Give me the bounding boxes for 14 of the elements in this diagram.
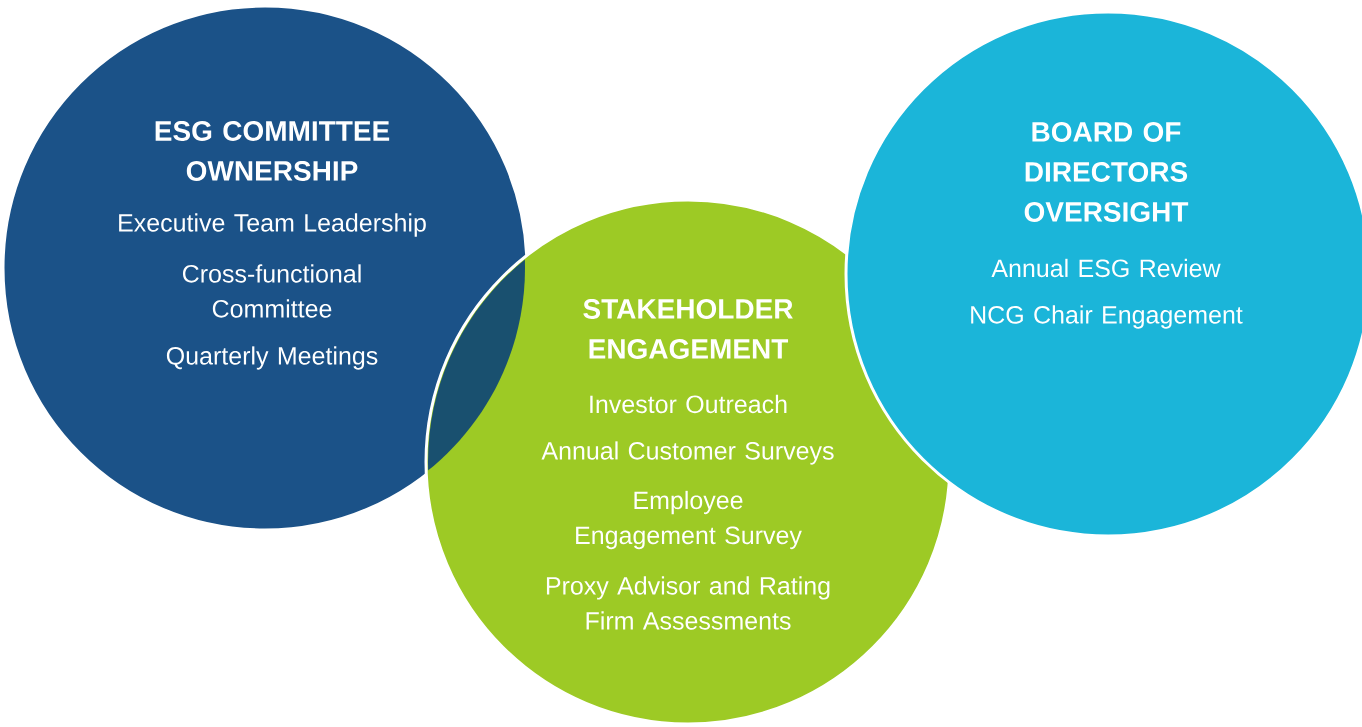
list-item: Cross-functional Committee (182, 264, 361, 318)
list-item: Annual Customer Surveys (541, 441, 834, 465)
list-item: Quarterly Meetings (166, 346, 378, 370)
heading: STAKEHOLDER ENGAGEMENT (583, 299, 793, 359)
heading: ESG COMMITTEE OWNERSHIP (155, 121, 390, 181)
circle (1, 4, 529, 532)
list-item: Employee Engagement Survey (576, 490, 802, 550)
list-item: NCG Chair Engagement (971, 305, 1243, 329)
list-item: Investor Outreach (590, 394, 787, 414)
circle (844, 10, 1362, 538)
list-item: Executive Team Leadership (119, 213, 426, 237)
list-item: Annual ESG Review (991, 258, 1221, 278)
heading: BOARD OF DIRECTORS OVERSIGHT (1024, 122, 1189, 222)
list-item: Proxy Advisor and Rating Firm Assessments (546, 576, 830, 630)
